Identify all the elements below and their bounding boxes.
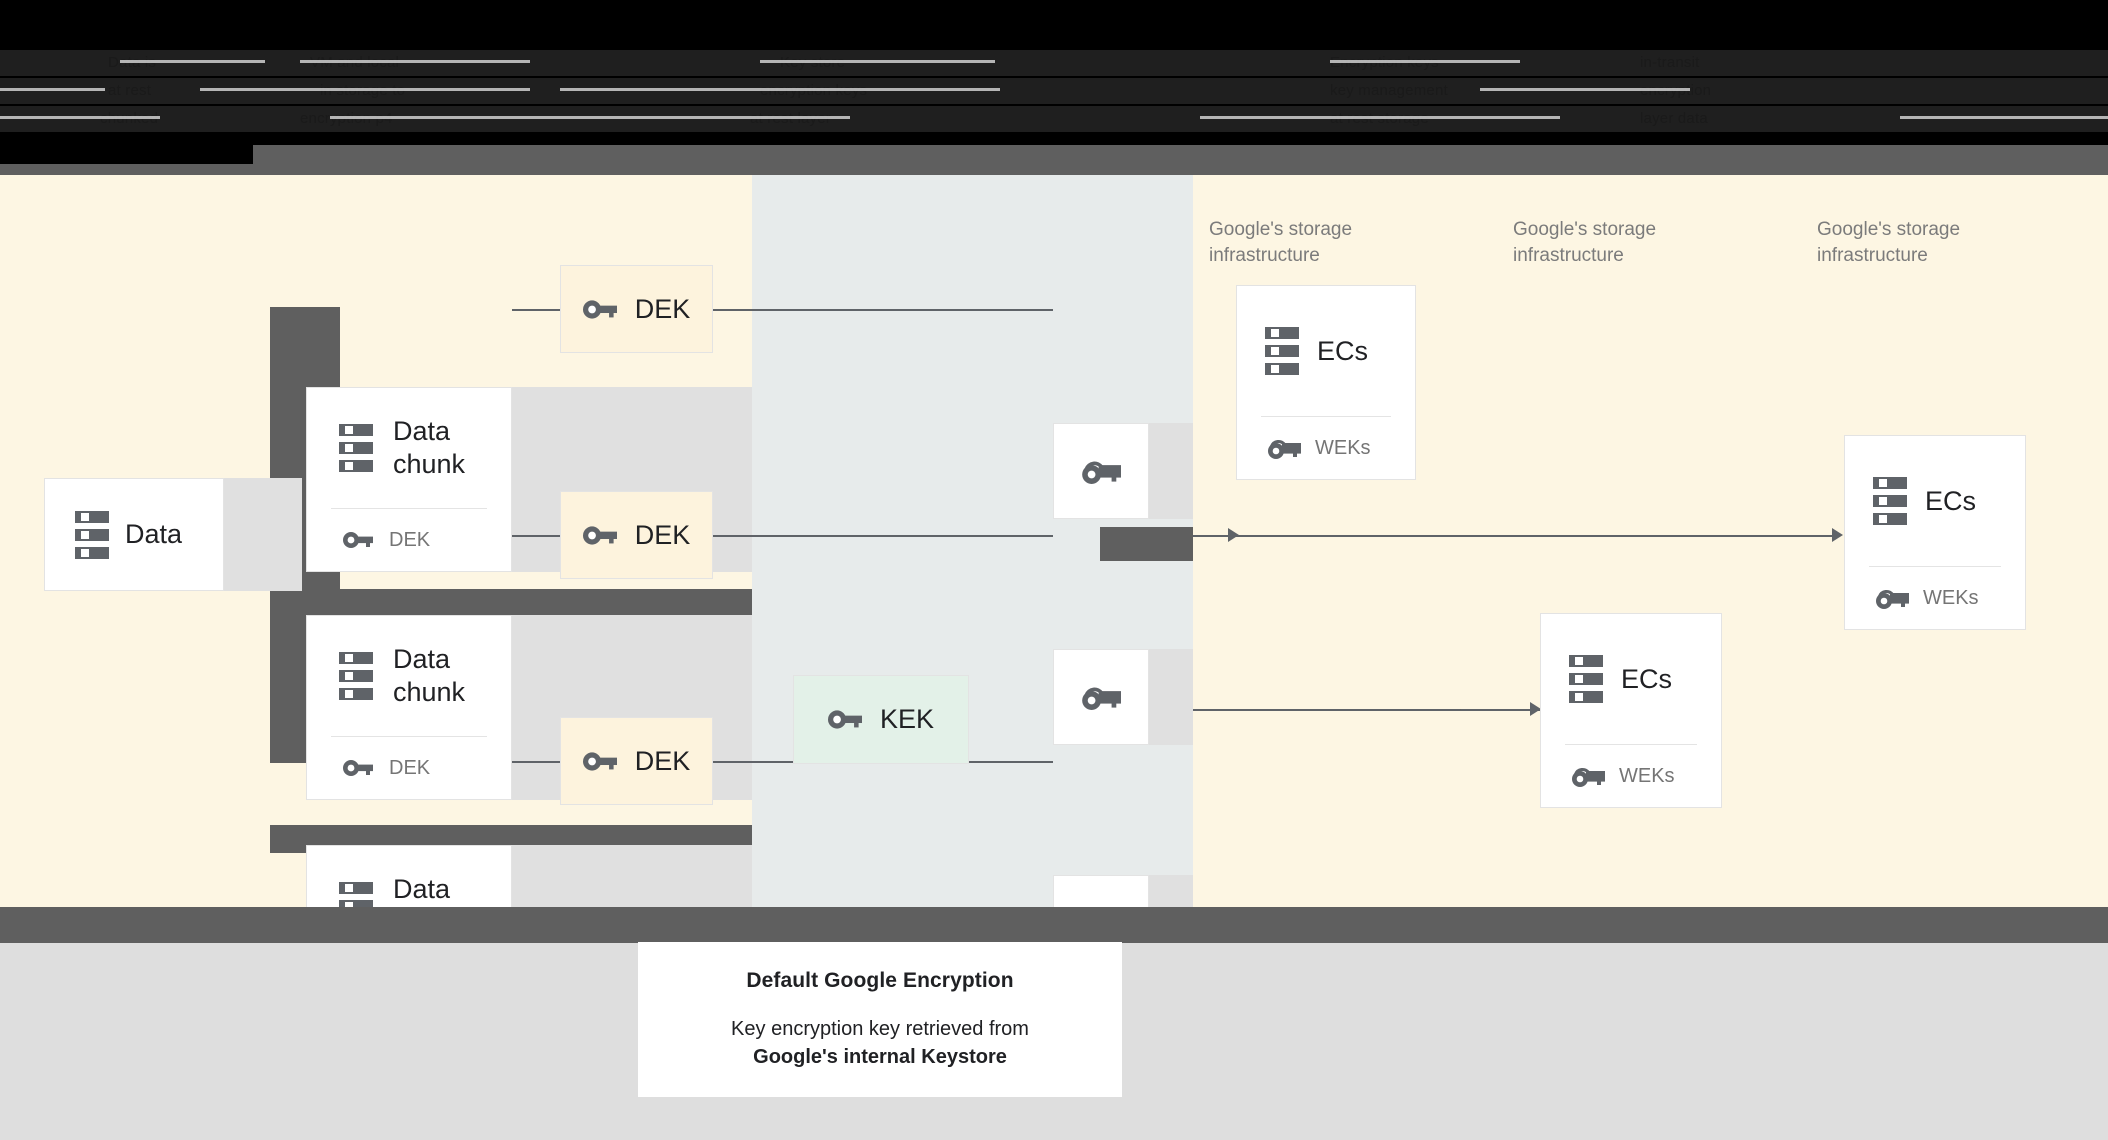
caption-body: Key encryption key retrieved from Google…	[731, 1015, 1029, 1071]
key-icon	[582, 751, 617, 771]
dek-box-2[interactable]: DEK	[560, 491, 713, 579]
redaction-bar-wek1	[1100, 527, 1193, 559]
ecs-card-title: ECs	[1317, 335, 1369, 366]
data-card[interactable]: Data	[44, 478, 224, 591]
caption-line-1: Key encryption key retrieved from	[731, 1017, 1029, 1040]
double-key-icon	[1876, 589, 1909, 609]
wek-box-2[interactable]	[1053, 649, 1149, 745]
connector-wek3-ec3	[1160, 709, 1540, 711]
bottom-divider-bar	[0, 907, 2108, 943]
double-key-icon	[1082, 687, 1121, 710]
redacted-header: Data is at rest chunked VM and local in …	[0, 0, 2108, 175]
ecs-card-key-label: WEKs	[1315, 436, 1371, 459]
key-icon	[582, 299, 617, 319]
double-key-icon	[1082, 461, 1121, 484]
dek-box-1[interactable]: DEK	[560, 265, 713, 353]
infra-label-2: Google's storage infrastructure	[1513, 219, 1657, 266]
key-icon	[582, 525, 617, 545]
server-icon	[339, 652, 373, 700]
infra-label-1: Google's storage infrastructure	[1209, 219, 1353, 266]
data-card-title: Data	[125, 519, 183, 549]
kek-box-label: KEK	[879, 704, 935, 734]
ecs-card-3[interactable]: ECs WEKs	[1540, 613, 1722, 808]
data-chunk-key-label: DEK	[389, 756, 431, 779]
ecs-card-title: ECs	[1925, 485, 1977, 516]
caption-title: Default Google Encryption	[746, 968, 1014, 992]
server-icon	[1569, 655, 1603, 703]
wek-box-1[interactable]	[1053, 423, 1149, 519]
kek-box[interactable]: KEK	[793, 675, 969, 764]
diagram-canvas: Data Data chunk DEK	[0, 175, 2108, 1083]
ecs-card-2[interactable]: ECs WEKs	[1844, 435, 2026, 630]
key-icon	[343, 760, 373, 776]
arrowhead-ec3	[1530, 702, 1541, 716]
ecs-card-key-label: WEKs	[1619, 764, 1675, 787]
redaction-bar-mid	[1460, 709, 1461, 710]
server-icon	[1265, 327, 1299, 375]
key-icon	[827, 710, 862, 729]
connector-wek2-ec2	[1160, 535, 1840, 537]
infra-label-3: Google's storage infrastructure	[1817, 219, 1961, 266]
dek-box-label: DEK	[634, 745, 691, 776]
data-chunk-key-label: DEK	[389, 528, 431, 551]
ecs-card-key-label: WEKs	[1923, 586, 1979, 609]
ecs-card-1[interactable]: ECs WEKs	[1236, 285, 1416, 480]
key-icon	[343, 532, 373, 548]
dek-box-3[interactable]: DEK	[560, 717, 713, 805]
data-chunk-title: Data chunk	[393, 644, 466, 707]
ecs-card-title: ECs	[1621, 663, 1673, 694]
server-icon	[75, 510, 109, 559]
caption-box: Default Google Encryption Key encryption…	[638, 942, 1122, 1097]
data-chunk-card-1[interactable]: Data chunk DEK	[306, 387, 512, 572]
dek-box-label: DEK	[634, 519, 691, 550]
server-icon	[1873, 477, 1907, 525]
data-chunk-title: Data chunk	[393, 416, 466, 479]
arrowhead-ec2	[1832, 528, 1843, 542]
dek-box-label: DEK	[634, 293, 691, 324]
caption-line-2: Google's internal Keystore	[753, 1045, 1007, 1068]
server-icon	[339, 424, 373, 472]
data-chunk-card-2[interactable]: Data chunk DEK	[306, 615, 512, 800]
double-key-icon	[1268, 439, 1301, 459]
double-key-icon	[1572, 767, 1605, 787]
